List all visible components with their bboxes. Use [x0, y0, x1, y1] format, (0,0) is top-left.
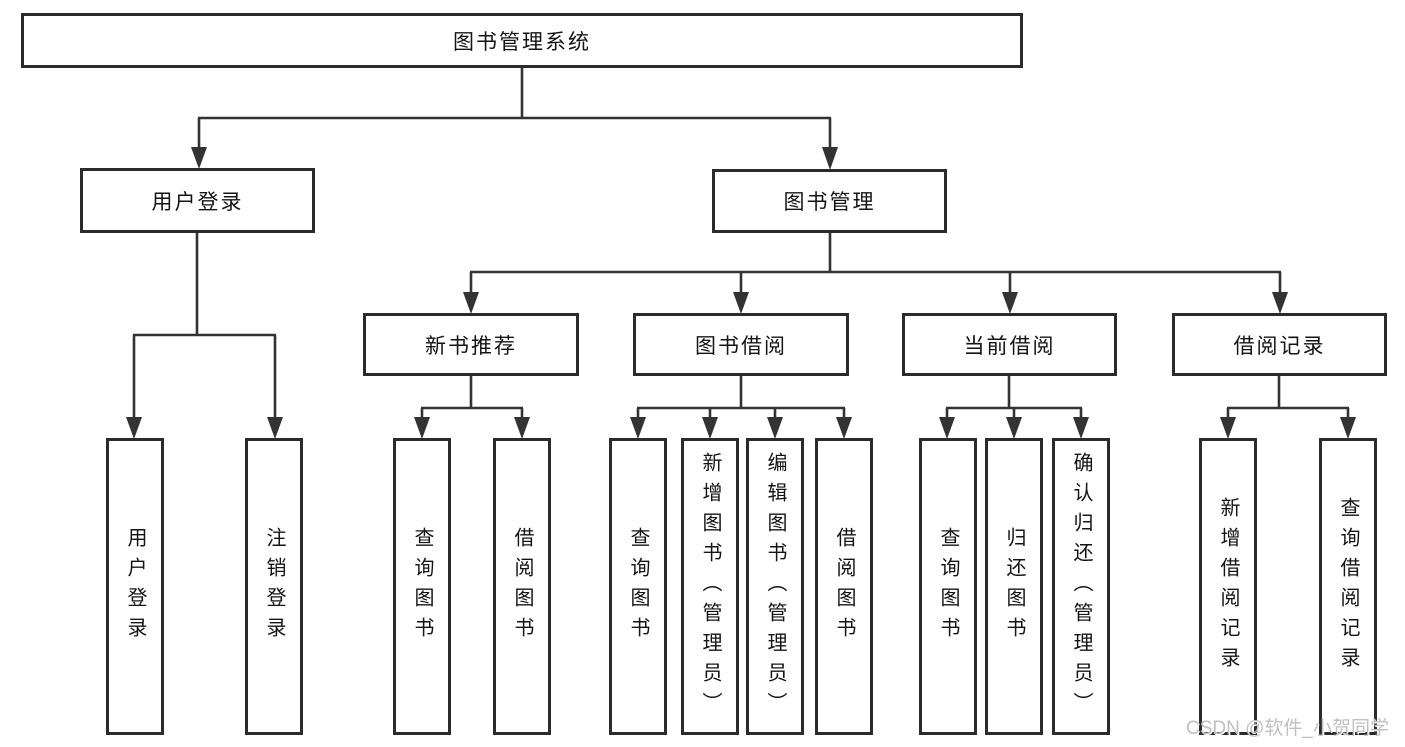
node-book-management: 图书管理 [712, 169, 947, 233]
node-borrow-record-label: 借阅记录 [1233, 334, 1326, 358]
leaf-return-books-label: 归还图书 [1003, 526, 1025, 647]
leaf-edit-books-admin-label: 编辑图书（管理员） [764, 451, 786, 722]
leaf-borrow-books: 借阅图书 [815, 438, 873, 735]
leaf-return-books: 归还图书 [985, 438, 1043, 735]
leaf-query-books-new-label: 查询图书 [411, 526, 433, 647]
leaf-query-books-current: 查询图书 [919, 438, 977, 735]
connector-current-borrow-to-leaves [939, 375, 1089, 439]
node-new-book-recommend-label: 新书推荐 [425, 334, 517, 358]
leaf-add-books-admin: 新增图书（管理员） [681, 438, 739, 735]
node-book-borrow-label: 图书借阅 [695, 334, 787, 358]
node-borrow-record: 借阅记录 [1172, 313, 1387, 376]
leaf-query-borrow-record: 查询借阅记录 [1319, 438, 1377, 735]
leaf-query-borrow-record-label: 查询借阅记录 [1337, 496, 1359, 677]
leaf-borrow-books-new: 借阅图书 [493, 438, 551, 735]
node-current-borrow: 当前借阅 [902, 313, 1117, 376]
leaf-query-books-current-label: 查询图书 [937, 526, 959, 647]
connector-borrow-record-to-leaves [1220, 375, 1356, 439]
leaf-edit-books-admin: 编辑图书（管理员） [746, 438, 804, 735]
connector-new-books-to-leaves [414, 375, 530, 439]
leaf-confirm-return-admin: 确认归还（管理员） [1052, 438, 1110, 735]
leaf-query-books-borrow: 查询图书 [609, 438, 667, 735]
leaf-borrow-books-label: 借阅图书 [833, 526, 855, 647]
leaf-query-books-new: 查询图书 [393, 438, 451, 735]
node-current-borrow-label: 当前借阅 [963, 334, 1056, 358]
leaf-user-login-label: 用户登录 [124, 526, 146, 647]
connector-book-borrow-to-leaves [630, 375, 852, 439]
node-user-login: 用户登录 [80, 168, 315, 233]
leaf-borrow-books-new-label: 借阅图书 [511, 526, 533, 647]
connector-user-login-to-leaves [126, 232, 283, 439]
node-root-system: 图书管理系统 [21, 13, 1023, 68]
connector-root-to-level2 [191, 67, 838, 170]
leaf-add-borrow-record-label: 新增借阅记录 [1217, 496, 1239, 677]
leaf-confirm-return-admin-label: 确认归还（管理员） [1070, 451, 1092, 722]
connector-book-mgmt-to-level3 [463, 232, 1288, 314]
leaf-logout: 注销登录 [245, 438, 303, 735]
csdn-watermark: CSDN @软件_小贺同学 [1186, 718, 1389, 739]
node-root-system-label: 图书管理系统 [453, 30, 591, 54]
leaf-add-books-admin-label: 新增图书（管理员） [699, 451, 721, 722]
node-user-login-label: 用户登录 [151, 190, 244, 214]
leaf-add-borrow-record: 新增借阅记录 [1199, 438, 1257, 735]
node-new-book-recommend: 新书推荐 [363, 313, 579, 376]
node-book-borrow: 图书借阅 [633, 313, 849, 376]
leaf-query-books-borrow-label: 查询图书 [627, 526, 649, 647]
leaf-logout-label: 注销登录 [263, 526, 285, 647]
node-book-management-label: 图书管理 [783, 191, 876, 214]
leaf-user-login: 用户登录 [106, 438, 164, 735]
